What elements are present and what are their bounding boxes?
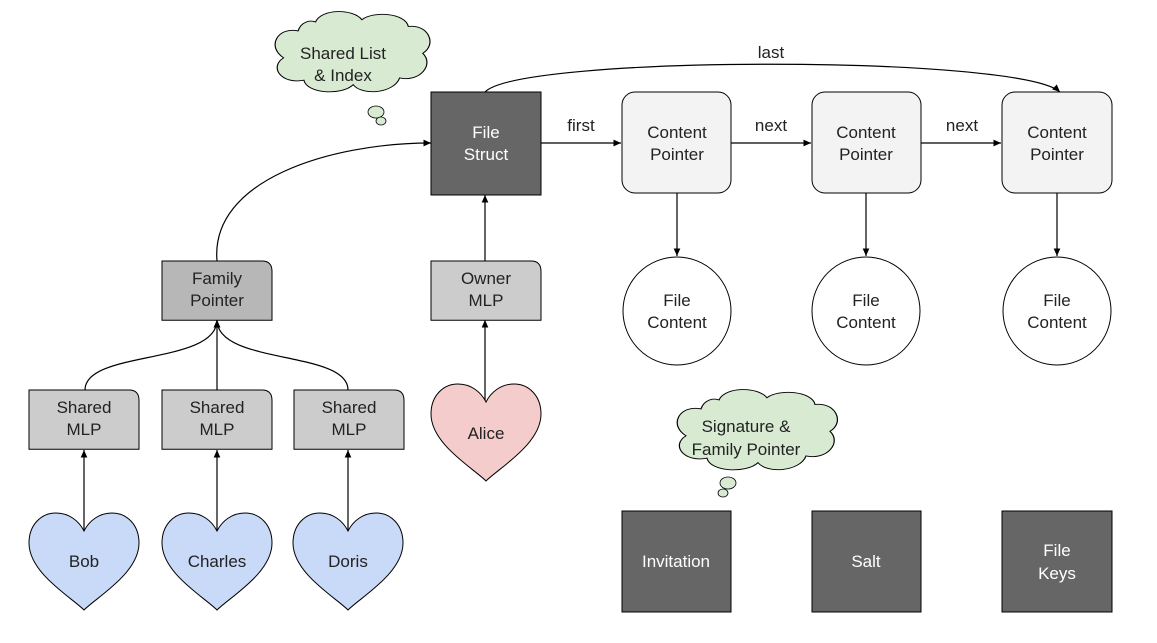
family-pointer-line-2: Pointer [190, 291, 244, 310]
invitation-node: Invitation [621, 510, 732, 613]
user-bob: Bob [28, 512, 140, 611]
file-keys-line-2: Keys [1038, 564, 1076, 583]
file-content-node: File Content [811, 256, 921, 366]
cloud-bubble [367, 105, 385, 119]
shared-mlp-node: Shared MLP [293, 389, 405, 450]
cloud-line-2: & Index [314, 66, 372, 85]
edge-label-last: last [758, 43, 785, 62]
file-content-line-1: File [1043, 291, 1070, 310]
cloud-shared-list: Shared List & Index [274, 10, 431, 126]
file-content-node: File Content [622, 256, 732, 366]
content-pointer-line-2: Pointer [839, 145, 893, 164]
cloud-line-1: Signature & [702, 417, 791, 436]
file-content-line-2: Content [647, 313, 707, 332]
user-alice-label: Alice [468, 424, 505, 443]
salt-node: Salt [811, 510, 922, 613]
file-content-line-2: Content [836, 313, 896, 332]
edges [80, 63, 1061, 540]
cloud-line-2: Family Pointer [692, 440, 801, 459]
user-bob-label: Bob [69, 552, 99, 571]
cloud-bubble [719, 476, 737, 490]
shared-mlp-node: Shared MLP [28, 389, 140, 450]
edge-shared-3-to-family [213, 319, 349, 391]
content-pointer-box [621, 91, 732, 194]
file-struct-node: File Struct [430, 91, 542, 196]
file-content-node: File Content [1002, 256, 1112, 366]
content-pointer-line-1: Content [1027, 123, 1087, 142]
edge-last [484, 63, 1061, 93]
shared-mlp-line-1: Shared [190, 398, 245, 417]
shared-mlp-line-1: Shared [322, 398, 377, 417]
invitation-label: Invitation [642, 552, 710, 571]
cloud-signature: Signature & Family Pointer [676, 388, 839, 498]
content-pointer-box [1001, 91, 1113, 194]
edge-label-next-2: next [946, 116, 978, 135]
edge-shared-1-to-family [84, 319, 221, 391]
shared-mlp-line-1: Shared [57, 398, 112, 417]
user-charles-label: Charles [188, 552, 247, 571]
edge-label-next-1: next [755, 116, 787, 135]
salt-label: Salt [851, 552, 881, 571]
content-pointer-box [811, 91, 922, 194]
family-pointer-line-1: Family [192, 269, 243, 288]
salt-box [811, 510, 922, 613]
content-pointer-line-2: Pointer [650, 145, 704, 164]
edge-family-to-struct [216, 139, 432, 262]
file-content-line-1: File [663, 291, 690, 310]
user-charles: Charles [161, 512, 273, 611]
file-struct-line-2: Struct [464, 145, 509, 164]
user-doris: Doris [292, 512, 404, 611]
file-content-line-2: Content [1027, 313, 1087, 332]
file-content-circle [1002, 256, 1112, 366]
content-pointer-node: Content Pointer [811, 91, 922, 194]
cloud-bubble [717, 488, 729, 498]
owner-mlp-node: Owner MLP [430, 260, 542, 321]
shared-mlp-line-2: MLP [67, 420, 102, 439]
file-content-circle [622, 256, 732, 366]
owner-mlp-line-2: MLP [469, 291, 504, 310]
content-pointer-line-1: Content [647, 123, 707, 142]
file-content-circle [811, 256, 921, 366]
user-doris-label: Doris [328, 552, 368, 571]
user-alice: Alice [430, 383, 542, 482]
shared-mlp-node: Shared MLP [161, 389, 273, 450]
content-pointer-line-1: Content [836, 123, 896, 142]
file-struct-line-1: File [472, 123, 499, 142]
shared-mlp-line-2: MLP [332, 420, 367, 439]
owner-mlp-line-1: Owner [461, 269, 511, 288]
family-pointer-node: Family Pointer [161, 260, 273, 321]
file-keys-box [1001, 510, 1113, 613]
file-keys-line-1: File [1043, 541, 1070, 560]
edge-label-first: first [567, 116, 595, 135]
file-content-line-1: File [852, 291, 879, 310]
content-pointer-node: Content Pointer [621, 91, 732, 194]
file-keys-node: File Keys [1001, 510, 1113, 613]
content-pointer-node: Content Pointer [1001, 91, 1113, 194]
shared-mlp-line-2: MLP [200, 420, 235, 439]
cloud-line-1: Shared List [300, 44, 386, 63]
invitation-box [621, 510, 732, 613]
content-pointer-line-2: Pointer [1030, 145, 1084, 164]
cloud-bubble [375, 116, 387, 126]
file-struct-box [430, 91, 542, 196]
